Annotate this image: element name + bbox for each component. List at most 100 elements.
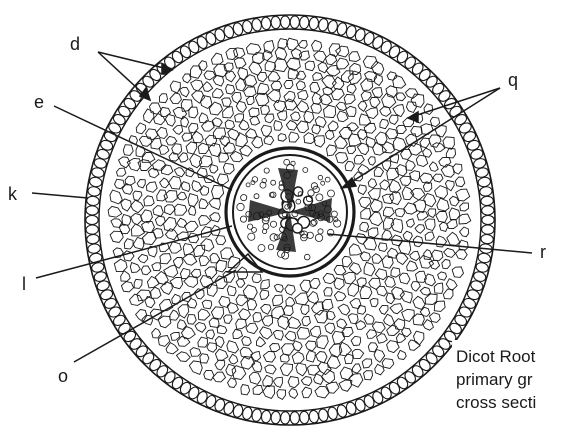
cortex-cell [300,280,311,292]
epidermis-cell [477,252,491,263]
cortex-cell [188,194,198,207]
epidermis-cell [318,408,329,422]
cortex-cell [177,352,191,362]
epidermis-cell [241,20,253,34]
cortex-cell [380,119,389,128]
cortex-cell [438,272,447,280]
label-l: l [22,274,26,294]
cortex-cell [352,349,364,358]
cortex-cell [435,186,448,199]
cortex-cell [406,160,415,170]
arrowhead-q-1 [408,112,418,122]
cortex-cell [280,354,289,362]
stele-cell [296,199,301,204]
cortex-cell [434,283,443,293]
cortex-cell [406,219,414,227]
cortex-cell [349,244,362,255]
cortex-cell [370,299,378,307]
cortex-cell [186,142,197,154]
cortex-cell [349,134,362,147]
cortex-cell [337,58,349,69]
cortex-cell [302,387,312,398]
cortex-cell [253,313,262,322]
cortex-cell [187,299,196,309]
cortex-cell [345,161,354,171]
cortex-cell [151,287,161,298]
cortex-cell [396,93,406,101]
epidermis-cell [241,406,253,420]
cortex-cell [263,386,275,399]
cortex-cell [244,87,257,97]
cortex-cell [459,214,471,224]
cortex-cell [414,200,426,213]
cortex-cell [372,322,385,333]
cortex-cell [312,93,322,104]
root-cross-section [85,15,495,425]
cortex-cell [288,377,299,388]
cortex-cell [377,334,388,344]
cortex-cell [191,66,202,79]
cortex-cell [322,369,335,384]
cortex-cell [337,319,347,329]
cortex-cell [202,121,215,132]
label-d: d [70,34,80,54]
stele-cell [328,190,335,197]
cortex-cell [265,61,276,72]
cortex-cell [204,370,214,380]
stele-cell [237,203,244,210]
cortex-cell [250,116,260,125]
cortex-cell [289,388,298,398]
cortex-cell [182,133,192,141]
stele-cell [331,211,337,217]
cortex-cell [161,165,173,175]
cortex-cell [216,236,226,245]
cortex-cell [280,364,292,376]
cortex-cell [262,315,272,326]
cortex-cell [289,132,299,142]
cortex-cell [211,53,223,64]
cortex-cell [284,91,295,102]
cortex-cell [198,337,208,347]
cortex-cell [205,135,217,146]
cortex-cell [393,75,406,88]
cortex-cell [380,180,390,190]
cortex-cell [423,148,432,157]
label-k: k [8,184,18,204]
cortex-cell [117,168,126,176]
cortex-cell [123,145,133,156]
cortex-cell [139,136,152,146]
cortex-cell [370,97,380,107]
cortex-cell [275,48,287,60]
cortex-cell [136,123,146,134]
cortex-cell [147,276,159,288]
cortex-cell [205,267,217,279]
cortex-cell [386,129,398,139]
cortex-cell [444,248,456,257]
cortex-cell [110,190,122,204]
cortex-cell [222,98,232,107]
cortex-cell [429,162,438,171]
cortex-cell [191,80,203,91]
epidermis-cell [86,225,99,235]
cortex-cell [134,279,142,288]
cortex-cell [429,135,441,147]
cortex-cell [358,164,370,174]
stele-cell [321,181,325,185]
cortex-cell [428,209,436,218]
cortex-cell [154,114,165,125]
cortex-cell [449,208,460,220]
cortex-cell [183,244,194,256]
cortex-cell [177,336,190,346]
cortex-cell [360,222,369,232]
stele-cell [278,250,285,257]
cortex-cell [404,203,417,214]
cortex-cell [311,103,322,113]
cortex-cell [433,174,443,182]
cortex-cell [370,199,382,212]
cortex-cell [228,129,240,140]
cortex-cell [396,253,408,265]
cortex-cell [183,74,191,83]
cortex-cell [305,61,315,71]
stele-cell [315,234,322,241]
cortex-cell [350,63,361,74]
